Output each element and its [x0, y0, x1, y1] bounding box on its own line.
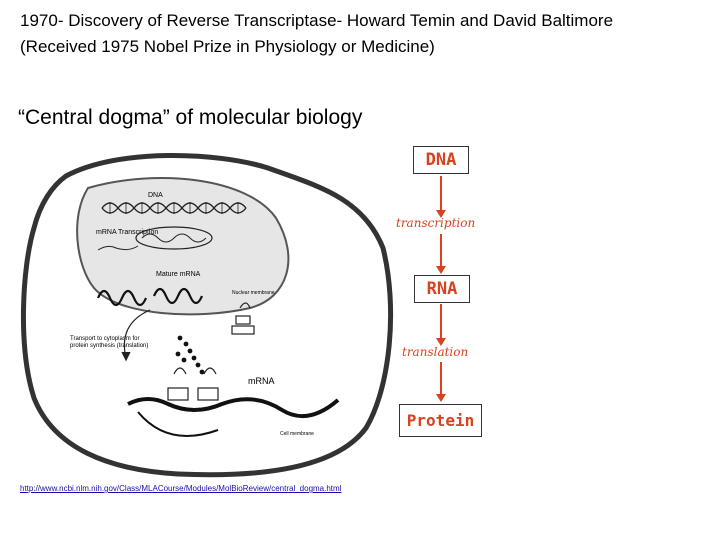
ribosome-icon: [167, 302, 255, 401]
flow-protein-box: Protein: [399, 404, 482, 437]
transcription-bubble: [97, 226, 213, 251]
slide-subtitle: “Central dogma” of molecular biology: [18, 106, 363, 129]
nuclear-membrane-label: Nuclear membrane: [232, 290, 275, 296]
arrowhead-icon: [436, 394, 446, 402]
polypeptide-chain: [175, 335, 205, 375]
cell-diagram: DNA mRNA Transcription Mature mRNA Nucle…: [21, 152, 394, 478]
cytoplasmic-mrna-tail: [137, 411, 219, 437]
mrna-transcription-label: mRNA Transcription: [96, 229, 158, 236]
heading-line-1: 1970- Discovery of Reverse Transcriptase…: [20, 11, 614, 30]
arrowhead-icon: [436, 338, 446, 346]
source-link[interactable]: http://www.ncbi.nlm.nih.gov/Class/MLACou…: [20, 484, 342, 493]
transport-arrow: [121, 309, 151, 362]
transport-label-line1: Transport to cytoplasm for: [70, 336, 139, 342]
mature-mrna-strands: [96, 287, 204, 307]
cytoplasmic-mrna: [127, 397, 340, 418]
heading-line-2: (Received 1975 Nobel Prize in Physiology…: [20, 37, 435, 56]
dna-helix: [101, 202, 247, 214]
translation-label: translation: [402, 345, 469, 359]
mrna-label: mRNA: [248, 376, 275, 386]
flow-arrows: [436, 176, 446, 402]
arrowhead-icon: [436, 266, 446, 274]
transport-label-line2: protein synthesis (translation): [70, 343, 148, 349]
cell-membrane-label: Cell membrane: [280, 431, 314, 437]
flow-dna-box: DNA: [413, 146, 469, 174]
dna-label: DNA: [148, 192, 163, 199]
cell-membrane: [21, 152, 394, 478]
arrowhead-icon: [436, 210, 446, 218]
mature-mrna-label: Mature mRNA: [156, 271, 201, 278]
transcription-label: transcription: [396, 216, 476, 230]
flow-rna-box: RNA: [414, 275, 470, 303]
